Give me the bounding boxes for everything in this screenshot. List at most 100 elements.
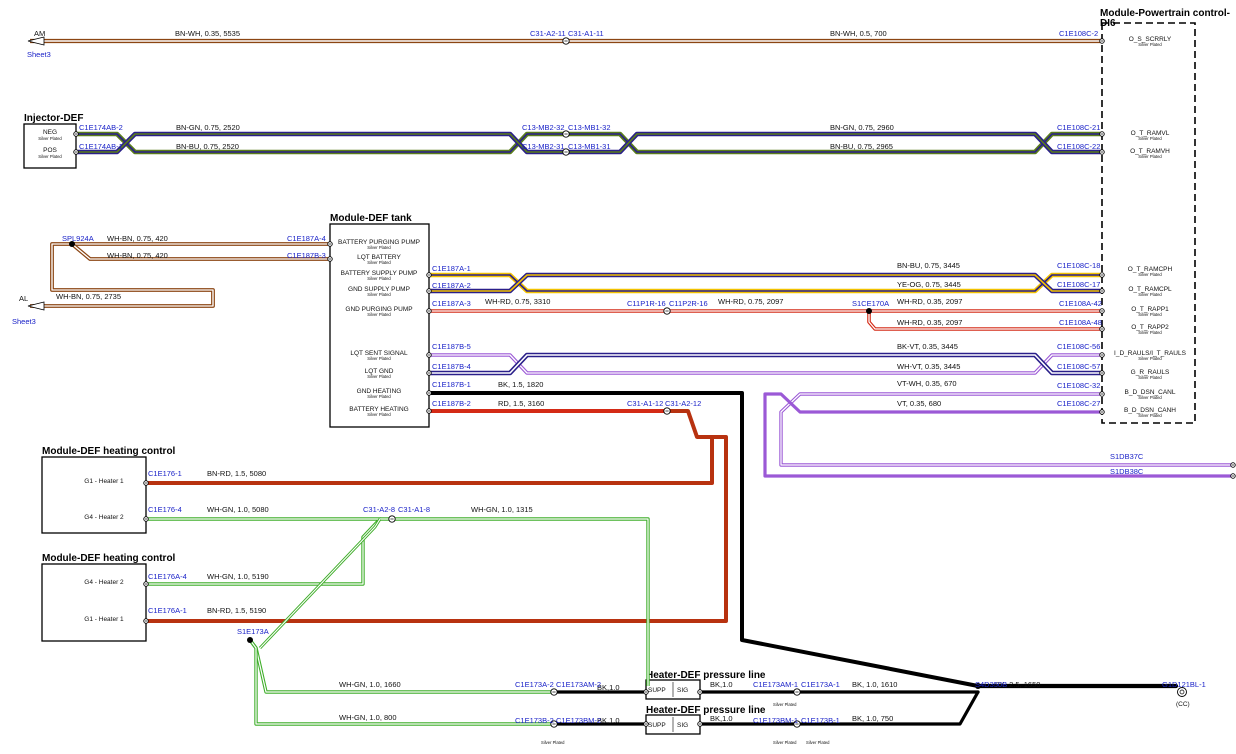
tank-pin-plating: Silver Plated [367,260,391,265]
connector-label[interactable]: C31-A2-8 [363,505,395,514]
connector-label[interactable]: C1E173A-2 [515,680,554,689]
wire-label: WH-GN, 1.0, 1660 [339,680,401,689]
connector-label[interactable]: C1E108C-32 [1057,381,1100,390]
connector-label[interactable]: C1E176A-1 [148,606,187,615]
splice-dot [247,637,253,643]
connector-label[interactable]: C1E173B-2 [515,716,554,725]
offpage-sheet-link[interactable]: Sheet3 [12,317,36,326]
wire-wh-vt-sensor-stripe [429,354,1102,374]
wire-wh-gn-heat-stripe [146,518,381,585]
connector-label[interactable]: C1E187B-4 [432,362,471,371]
wire-label: BK,1.0 [710,680,733,689]
connector-label[interactable]: C1E108C-17 [1057,280,1100,289]
connector-label[interactable]: C1E173AM-1 [753,680,798,689]
connector-label[interactable]: C1E187B-1 [432,380,471,389]
connector-label[interactable]: C11P2R-16 [669,299,708,308]
connector-label[interactable]: S1DB37C [1110,452,1144,461]
connector-label[interactable]: C1E108C-56 [1057,342,1100,351]
connector-label[interactable]: S4D350B [975,680,1007,689]
connector-label[interactable]: C13-MB1-32 [568,123,611,132]
wire-wh-gn-1660-stripe [249,639,552,693]
connector-label[interactable]: C1E187B-5 [432,342,471,351]
connector-label[interactable]: C1E108C-57 [1057,362,1100,371]
connector-label[interactable]: C1E187B-2 [432,399,471,408]
pcm-pin-plating: Silver Plated [1138,312,1162,317]
tank-pin-label: LQT GND [365,368,394,375]
connector-label[interactable]: C1E176-1 [148,469,182,478]
connector-label[interactable]: C1E176A-4 [148,572,187,581]
tank-pin-plating: Silver Plated [367,292,391,297]
wire-label: WH-RD, 0.75, 2097 [718,297,783,306]
injector-box [23,123,77,169]
connector-label[interactable]: S1CE170A [852,299,889,308]
connector-label[interactable]: C1E173A-1 [801,680,840,689]
pcm-pin-plating: Silver Plated [1138,154,1162,159]
connector-label[interactable]: C1E187A-3 [432,299,471,308]
connector-label[interactable]: C1E173B-1 [801,716,840,725]
wire-bn-rd-heat2 [144,435,728,623]
connector-label[interactable]: C1E173BM-2 [556,716,601,725]
connector-label[interactable]: C1E108A-42 [1059,299,1102,308]
pcm-pin-plating: Silver Plated [1138,356,1162,361]
connector-label[interactable]: C31-A1-11 [568,29,604,38]
wire-label: BK,1.0 [710,714,733,723]
pcm-title-2: DI6 [1100,18,1116,29]
wire-bk-vt-sensor [429,353,1102,375]
connector-label[interactable]: C1E187A-1 [432,264,471,273]
connector-label[interactable]: C1E173BM-1 [753,716,798,725]
wire-bn-bu-pump-stripe [429,274,1102,292]
connector-label[interactable]: S1DB38C [1110,467,1144,476]
wire-label: BK, 1.0, 750 [852,714,893,723]
pcm-pin-label: B_D_DSN_CANL [1125,389,1176,396]
connector-label[interactable]: C1E174AB-1 [79,142,123,151]
wire-label: BN-RD, 1.5, 5080 [207,469,266,478]
connector-label[interactable]: C13-MB1-31 [568,142,611,151]
connector-label[interactable]: C31-A2-12 [665,399,701,408]
wire-wh-gn-1660 [248,638,552,694]
wire-ye-og-pump-stripe [429,274,1102,292]
splice-dot [69,241,75,247]
connector-label[interactable]: S1E173A [237,627,269,636]
plating-note: Silver Plated [773,702,797,707]
wire-label: WH-VT, 0.35, 3445 [897,362,960,371]
plating-note: Silver Plated [806,740,830,745]
wire-label: YE-OG, 0.75, 3445 [897,280,961,289]
pcm-pin-plating: Silver Plated [1138,375,1162,380]
connector-label[interactable]: C31-A2-11 [530,29,566,38]
heat1-title: Module-DEF heating control [42,446,176,457]
connector-label[interactable]: C1E174AB-2 [79,123,123,132]
connector-label[interactable]: C1E187A-2 [432,281,471,290]
offpage-arrow-am [27,36,45,46]
connector-label[interactable]: C1E108C-2 [1059,29,1098,38]
offpage-sheet-link[interactable]: Sheet3 [27,50,51,59]
tank-pin-plating: Silver Plated [367,312,391,317]
connector-label[interactable]: C1E108C-21 [1057,123,1100,132]
connector-label[interactable]: C13-MB2-31 [522,142,565,151]
tank-pin-label: BATTERY SUPPLY PUMP [341,270,418,277]
connector-label[interactable]: C1E108C-27 [1057,399,1100,408]
plating-note: Silver Plated [773,740,797,745]
wire-label: BK-VT, 0.35, 3445 [897,342,958,351]
hp2-supp-pin: SUPP [648,722,666,729]
wire-label: BN-BU, 0.75, 3445 [897,261,960,270]
connector-label[interactable]: C1E173AM-2 [556,680,601,689]
connector-label[interactable]: G1D121BL-1 [1162,680,1206,689]
connector-label[interactable]: C31-A1-8 [398,505,430,514]
wire-label: BK,1.0 [597,716,620,725]
connector-label[interactable]: C1E187B-3 [287,251,326,260]
connector-label[interactable]: C11P1R-16 [627,299,666,308]
connector-label[interactable]: C1E108C-18 [1057,261,1100,270]
connector-label[interactable]: C1E187A-4 [287,234,326,243]
connector-label[interactable]: C1E108C-22 [1057,142,1100,151]
connector-label[interactable]: C1E108A-48 [1059,318,1102,327]
wire-label: BK, 2.5, 1650 [995,680,1040,689]
wire-wh-rd-purge-2-stripe [868,311,1102,330]
connector-label[interactable]: SPL924A [62,234,94,243]
connector-label[interactable]: C1E176-4 [148,505,182,514]
connector-label[interactable]: C13-MB2-32 [522,123,565,132]
hp2-sig-pin: SIG [677,722,688,729]
connector-label[interactable]: C31-A1-12 [627,399,663,408]
tank-pin-plating: Silver Plated [367,356,391,361]
tank-pin-label: BATTERY PURGING PUMP [338,239,420,246]
pcm-pin-plating: Silver Plated [1138,42,1162,47]
